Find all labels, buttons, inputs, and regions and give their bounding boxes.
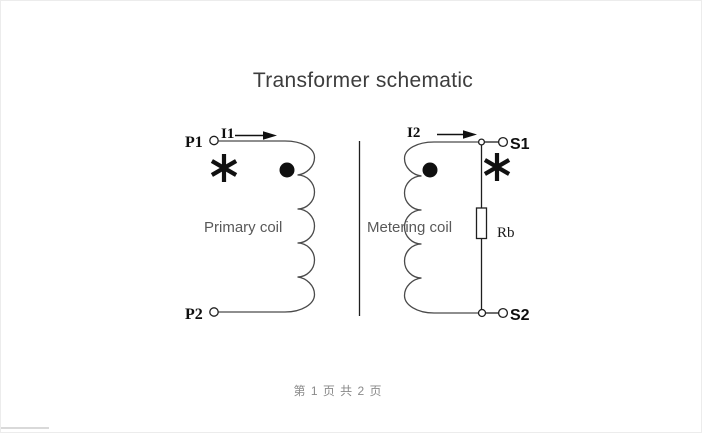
polarity-dot-icon <box>422 162 438 178</box>
asterisk-icon <box>210 154 238 182</box>
terminal-label-p2: P2 <box>185 306 203 323</box>
terminal-circle-icon <box>497 307 509 319</box>
primary-winding <box>218 140 316 313</box>
current-label-i2: I2 <box>407 125 420 141</box>
terminal-circle-icon <box>209 307 219 317</box>
page-edge-artifact <box>1 427 49 429</box>
arrow-right-icon <box>235 131 277 140</box>
arrow-right-icon <box>437 130 477 139</box>
burden-resistor-branch: Rb <box>475 144 515 310</box>
resistor-label-rb: Rb <box>497 225 515 241</box>
terminal-label-s2: S2 <box>510 307 530 324</box>
junction-node-icon <box>477 308 487 318</box>
metering-coil-label: Metering coil <box>367 219 452 236</box>
metering-coil-group: I2 Metering coil Rb <box>367 125 530 324</box>
page-title: Transformer schematic <box>252 69 474 92</box>
page-number-footer: 第 1 页 共 2 页 <box>293 384 383 398</box>
terminal-label-p1: P1 <box>185 134 203 151</box>
terminal-label-s1: S1 <box>510 136 530 153</box>
metering-winding <box>403 141 478 314</box>
primary-coil-label: Primary coil <box>204 219 282 236</box>
asterisk-icon <box>483 153 511 181</box>
terminal-circle-icon <box>497 136 509 148</box>
terminal-circle-icon <box>209 135 219 146</box>
primary-coil-group: P1 I1 Primary coil P2 <box>185 126 316 323</box>
current-label-i1: I1 <box>221 126 234 142</box>
resistor-symbol <box>475 207 488 240</box>
polarity-dot-icon <box>279 162 295 178</box>
junction-node-icon <box>477 138 486 146</box>
